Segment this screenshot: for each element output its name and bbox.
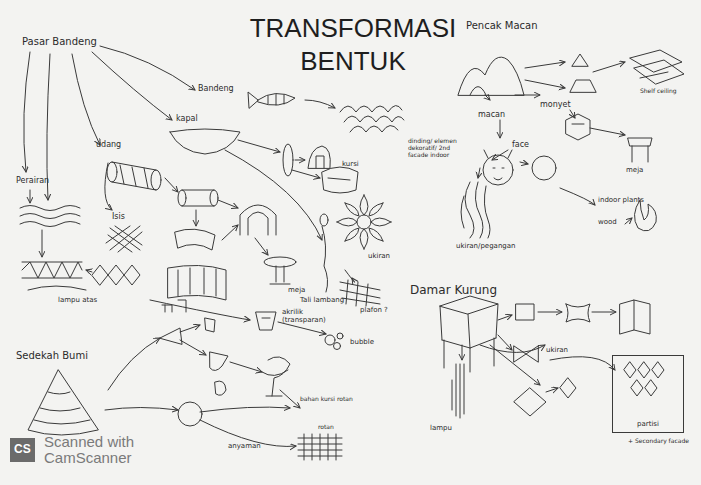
sketch-label: Tali lambang — [300, 296, 344, 304]
source-label: Pasar Bandeng — [22, 36, 97, 48]
node-text: partisi — [637, 420, 659, 428]
sketch-label: face — [512, 140, 529, 149]
sketch-label: anyaman — [228, 442, 261, 450]
sketch-label: ukiran/pegangan — [456, 242, 516, 250]
sketch-label: monyet — [540, 100, 571, 109]
sketch-label: wood — [598, 218, 617, 226]
sketch-label: Bandeng — [198, 84, 234, 93]
sketch-label: meja — [626, 166, 643, 174]
sketch-label: Perairan — [16, 176, 49, 185]
sketch-label: udang — [96, 140, 121, 149]
sketch-label: lampu atas — [58, 296, 97, 304]
sketch-label: indoor plants — [598, 196, 644, 204]
sketch-label: macan — [478, 110, 505, 119]
partition-box: partisi — [612, 355, 684, 433]
sketch-label: meja — [288, 286, 305, 294]
source-label: Damar Kurung — [410, 284, 497, 298]
sketch-label: bubble — [350, 338, 374, 346]
sketch-label: kapal — [176, 114, 198, 123]
sketch-label: akrilik (transparan) — [282, 308, 342, 324]
sketch-label: ukiran — [368, 252, 390, 260]
sheet-title: TRANSFORMASI BENTUK — [238, 12, 468, 77]
sketch-label: bahan kursi rotan — [300, 396, 360, 403]
note-label: dinding/ elemen dekoratif/ 2nd facade in… — [408, 138, 470, 159]
note-label: + Secondary facade — [628, 438, 698, 445]
source-label: Sedekah Bumi — [16, 350, 88, 362]
sketch-label: lampu — [430, 424, 452, 432]
source-label: Pencak Macan — [466, 20, 537, 32]
sketch-label: plafon ? — [360, 306, 388, 314]
watermark-text: Scanned with CamScanner — [44, 434, 174, 466]
sketch-label: kursi — [342, 160, 359, 168]
sketch-label: rotan — [318, 424, 334, 431]
sketch-label: Shelf ceiling — [640, 88, 677, 95]
watermark-logo: CS — [10, 438, 35, 462]
sketch-label: ukiran — [546, 346, 568, 354]
sketch-label: Isis — [112, 212, 125, 221]
